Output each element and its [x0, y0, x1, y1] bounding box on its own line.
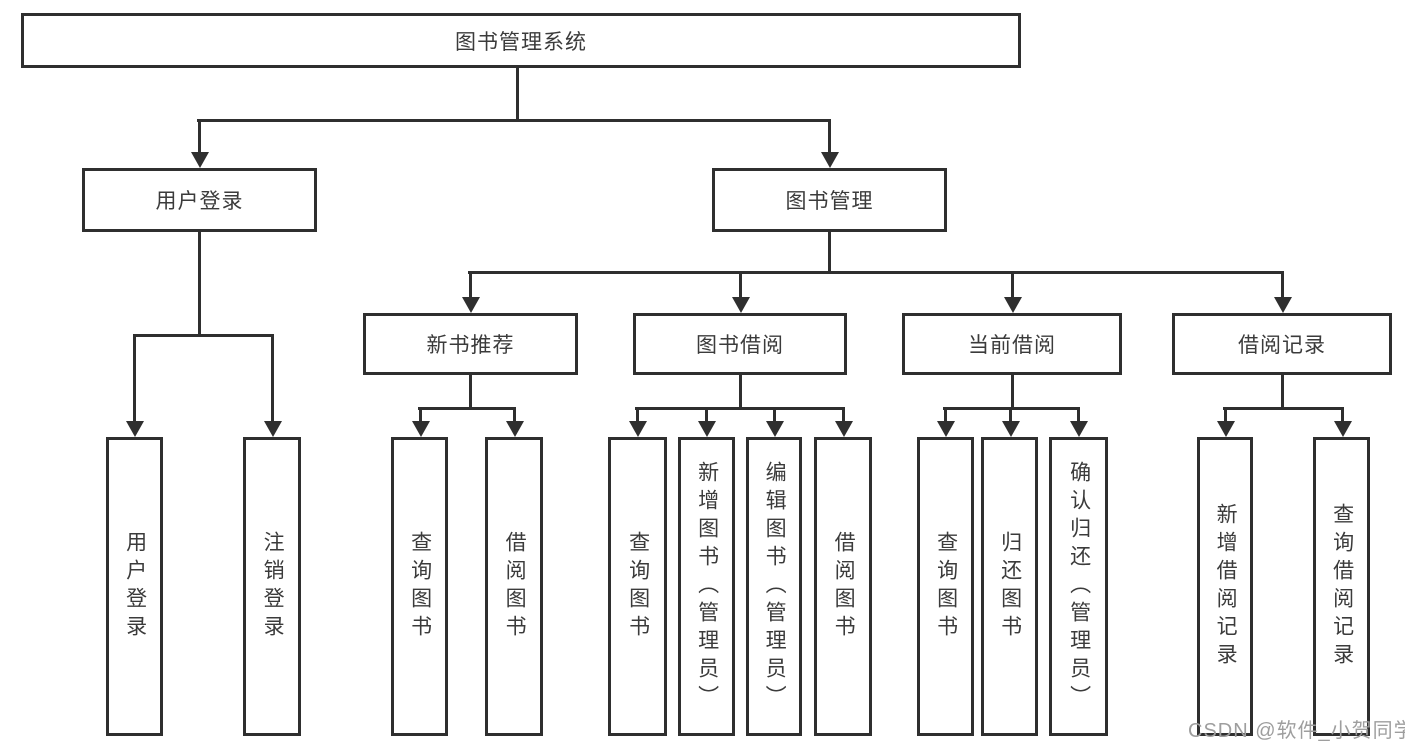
connector-book-borrow-bus	[635, 407, 845, 410]
node-leaf-user-login: 用户登录	[106, 437, 163, 736]
node-book-management: 图书管理	[712, 168, 947, 232]
node-borrow-record-label: 借阅记录	[1238, 334, 1326, 357]
node-user-login: 用户登录	[82, 168, 317, 232]
arrow-to-new-book-recommend-icon	[469, 271, 472, 297]
connector-book-management-stem	[828, 232, 831, 273]
connector-borrow-record-stem	[1281, 375, 1284, 409]
node-user-login-label: 用户登录	[155, 190, 244, 213]
node-root-library-system: 图书管理系统	[21, 13, 1021, 68]
arrow-new-book-query-icon	[419, 407, 422, 421]
node-leaf-cb-return-book: 归还图书	[981, 437, 1038, 736]
leaf-label: 归还图书	[998, 530, 1022, 643]
connector-user-login-stem	[198, 232, 201, 336]
node-leaf-recommend-query-book: 查询图书	[391, 437, 448, 736]
leaf-label: 查询借阅记录	[1330, 502, 1354, 671]
node-book-management-label: 图书管理	[785, 190, 874, 213]
connector-level3-bus	[468, 271, 1284, 274]
leaf-label: 查询图书	[626, 530, 650, 643]
connector-book-borrow-stem	[739, 375, 742, 409]
arrow-br-query-icon	[1341, 407, 1344, 421]
leaf-label: 注销登录	[261, 530, 285, 643]
leaf-label: 查询图书	[934, 530, 958, 643]
connector-user-login-bus	[133, 334, 274, 337]
arrow-cb-confirm-icon	[1077, 407, 1080, 421]
node-borrow-record: 借阅记录	[1172, 313, 1392, 375]
arrow-to-book-borrow-icon	[739, 271, 742, 297]
node-current-borrow-label: 当前借阅	[968, 334, 1056, 357]
node-leaf-bb-add-book-admin: 新增图书（管理员）	[678, 437, 735, 736]
arrow-bb-edit-icon	[773, 407, 776, 421]
arrow-bb-query-icon	[636, 407, 639, 421]
leaf-label: 新增图书（管理员）	[695, 460, 719, 713]
node-leaf-bb-edit-book-admin: 编辑图书（管理员）	[746, 437, 802, 736]
node-leaf-bb-query-book: 查询图书	[608, 437, 667, 736]
node-new-book-recommend: 新书推荐	[363, 313, 578, 375]
node-leaf-cb-query-book: 查询图书	[917, 437, 974, 736]
csdn-watermark: CSDN @软件_小贺同学	[1188, 720, 1405, 742]
node-new-book-recommend-label: 新书推荐	[426, 334, 515, 357]
node-leaf-br-query-record: 查询借阅记录	[1313, 437, 1370, 736]
arrow-to-leaf-user-login-icon	[133, 334, 136, 421]
node-leaf-br-add-record: 新增借阅记录	[1197, 437, 1253, 736]
arrow-bb-add-icon	[705, 407, 708, 421]
node-leaf-logout: 注销登录	[243, 437, 301, 736]
leaf-label: 编辑图书（管理员）	[763, 460, 787, 713]
connector-level1-bus	[197, 119, 831, 122]
leaf-label: 借阅图书	[832, 530, 856, 643]
connector-root-stem	[516, 68, 519, 121]
leaf-label: 查询图书	[408, 530, 432, 643]
node-book-borrow: 图书借阅	[633, 313, 847, 375]
leaf-label: 借阅图书	[503, 530, 527, 643]
node-leaf-cb-confirm-return-admin: 确认归还（管理员）	[1049, 437, 1108, 736]
arrow-bb-borrow-icon	[842, 407, 845, 421]
leaf-label: 新增借阅记录	[1214, 502, 1238, 671]
arrow-cb-return-icon	[1009, 407, 1012, 421]
arrow-to-leaf-logout-icon	[271, 334, 274, 421]
node-book-borrow-label: 图书借阅	[696, 334, 784, 357]
connector-new-book-bus	[418, 407, 516, 410]
node-current-borrow: 当前借阅	[902, 313, 1122, 375]
arrow-new-book-borrow-icon	[513, 407, 516, 421]
connector-new-book-stem	[469, 375, 472, 409]
node-leaf-bb-borrow-book: 借阅图书	[814, 437, 872, 736]
leaf-label: 用户登录	[123, 530, 147, 643]
arrow-cb-query-icon	[944, 407, 947, 421]
node-root-label: 图书管理系统	[455, 30, 587, 54]
arrow-br-add-icon	[1224, 407, 1227, 421]
node-leaf-recommend-borrow-book: 借阅图书	[485, 437, 543, 736]
connector-current-borrow-stem	[1011, 375, 1014, 409]
arrow-to-book-management-icon	[828, 119, 831, 152]
arrow-to-current-borrow-icon	[1011, 271, 1014, 297]
leaf-label: 确认归还（管理员）	[1067, 460, 1091, 713]
connector-borrow-record-bus	[1223, 407, 1344, 410]
arrow-to-user-login-icon	[198, 119, 201, 152]
arrow-to-borrow-record-icon	[1281, 271, 1284, 297]
